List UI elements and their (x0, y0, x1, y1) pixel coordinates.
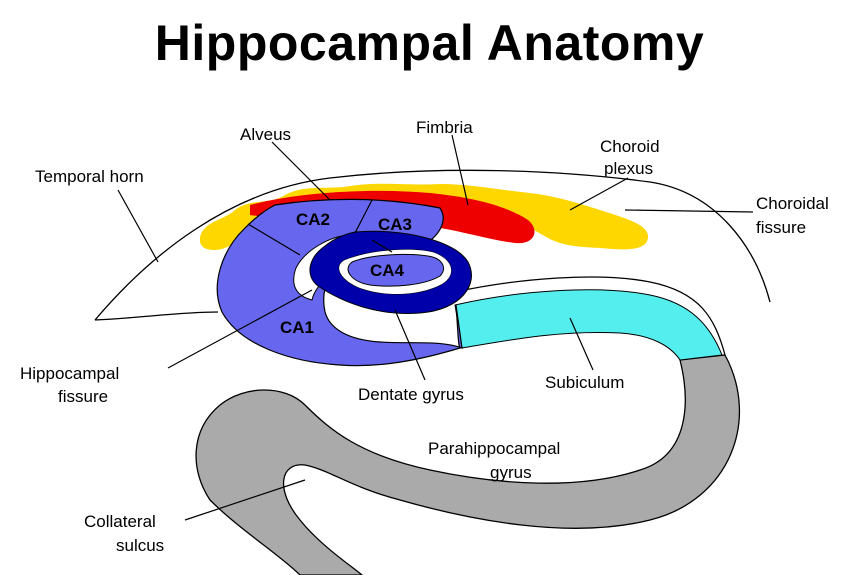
label-collateral-sulcus-2: sulcus (116, 536, 164, 555)
label-ca2: CA2 (296, 210, 330, 229)
temporal-horn-leader (118, 190, 158, 262)
label-ca1: CA1 (280, 318, 314, 337)
label-parahippocampal-gyrus-1: Parahippocampal (428, 439, 560, 458)
choroid-plexus-leader (570, 178, 628, 210)
label-alveus: Alveus (240, 125, 291, 144)
label-parahippocampal-gyrus-2: gyrus (490, 463, 532, 482)
label-ca4: CA4 (370, 261, 405, 280)
label-choroid-plexus-1: Choroid (600, 137, 660, 156)
label-collateral-sulcus-1: Collateral (84, 512, 156, 531)
label-temporal-horn: Temporal horn (35, 167, 144, 186)
label-dentate-gyrus: Dentate gyrus (358, 385, 464, 404)
label-choroid-plexus-2: plexus (604, 159, 653, 178)
label-choroidal-fissure-2: fissure (756, 218, 806, 237)
parahippocampal-gyrus-shape (196, 355, 739, 575)
label-subiculum: Subiculum (545, 373, 624, 392)
ventricle-floor-outline (95, 312, 218, 320)
choroidal-fissure-leader (625, 210, 753, 212)
label-ca3: CA3 (378, 215, 412, 234)
subiculum-shape (455, 290, 722, 360)
label-fimbria: Fimbria (416, 118, 473, 137)
label-hippocampal-fissure-2: fissure (58, 387, 108, 406)
label-choroidal-fissure-1: Choroidal (756, 194, 829, 213)
label-hippocampal-fissure-1: Hippocampal (20, 364, 119, 383)
